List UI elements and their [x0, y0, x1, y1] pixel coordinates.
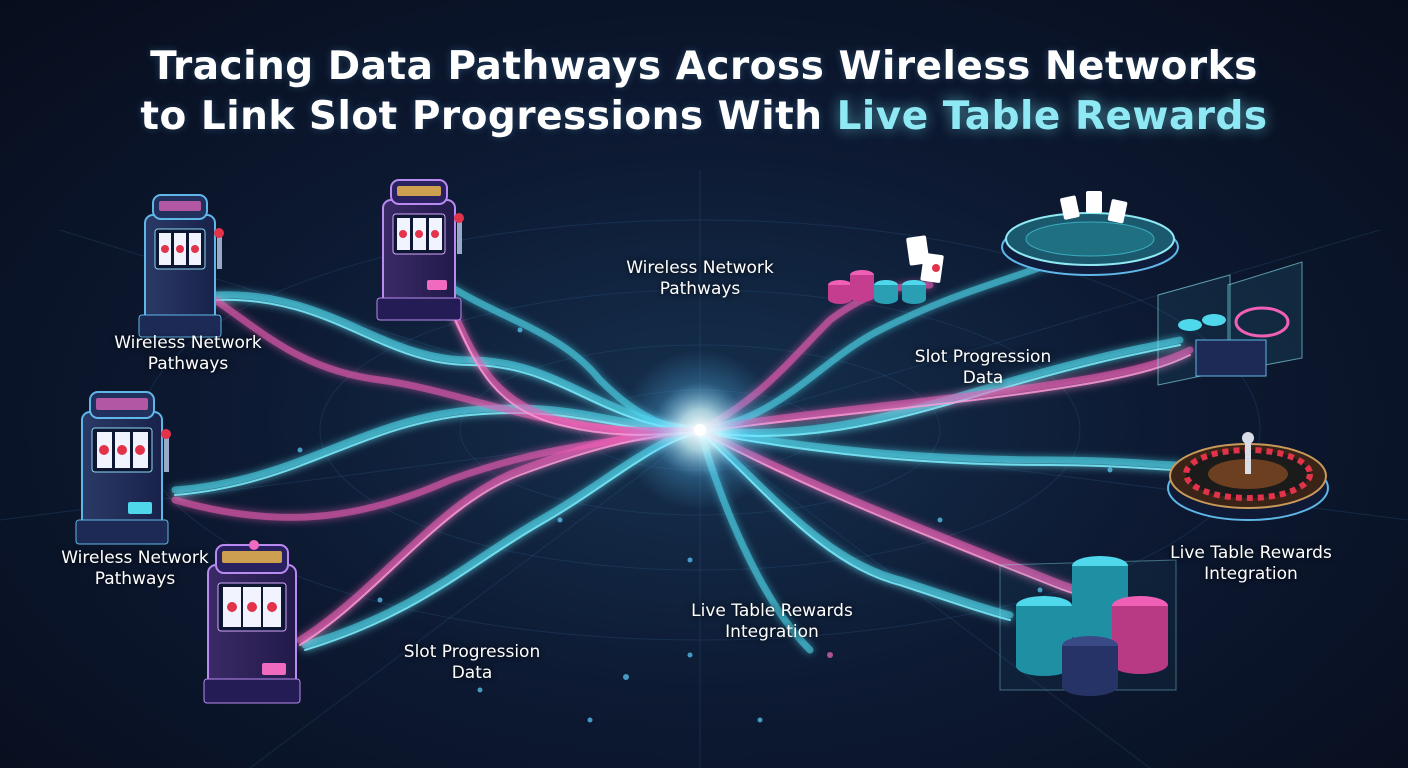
label-line: Pathways — [659, 279, 741, 299]
slot-machine-icon — [75, 391, 171, 545]
central-hub-core — [694, 424, 706, 436]
slot-machine-icon — [203, 540, 301, 704]
label-line: Wireless Network — [61, 548, 209, 568]
label-line: Slot Progression — [403, 642, 541, 662]
label-line: Live Table Rewards — [1170, 543, 1332, 563]
label-line: Data — [451, 663, 493, 683]
label-wireless-network-pathways: Wireless Network Pathways — [98, 333, 278, 375]
chip-stack-icon — [828, 270, 926, 304]
roulette-wheel-icon — [1167, 432, 1329, 521]
label-line: Pathways — [94, 569, 176, 589]
label-line: Integration — [1204, 564, 1298, 584]
playing-cards-icon — [906, 235, 944, 283]
title-line-2-prefix: to Link Slot Progressions With — [140, 94, 837, 139]
slot-machine-icon — [138, 194, 224, 338]
title-line-1: Tracing Data Pathways Across Wireless Ne… — [150, 44, 1258, 89]
label-slot-progression-data: Slot Progression Data — [382, 642, 562, 684]
label-line: Live Table Rewards — [691, 601, 853, 621]
label-line: Data — [962, 368, 1004, 388]
slot-machine-icon — [376, 179, 464, 321]
label-slot-progression-data: Slot Progression Data — [893, 347, 1073, 389]
label-live-table-rewards-integration: Live Table Rewards Integration — [1151, 543, 1351, 585]
label-line: Wireless Network — [114, 333, 262, 353]
label-line: Pathways — [147, 354, 229, 374]
label-wireless-network-pathways: Wireless Network Pathways — [45, 548, 225, 590]
chip-stack-icon — [999, 556, 1177, 696]
label-line: Integration — [725, 622, 819, 642]
title-accent: Live Table Rewards — [836, 94, 1268, 139]
label-live-table-rewards-integration: Live Table Rewards Integration — [672, 601, 872, 643]
poker-table-icon — [1001, 191, 1179, 276]
holographic-screen-icon — [1157, 261, 1303, 386]
label-line: Wireless Network — [626, 258, 774, 278]
title-line-2: to Link Slot Progressions With Live Tabl… — [0, 94, 1408, 139]
label-line: Slot Progression — [914, 347, 1052, 367]
label-wireless-network-pathways: Wireless Network Pathways — [610, 258, 790, 300]
